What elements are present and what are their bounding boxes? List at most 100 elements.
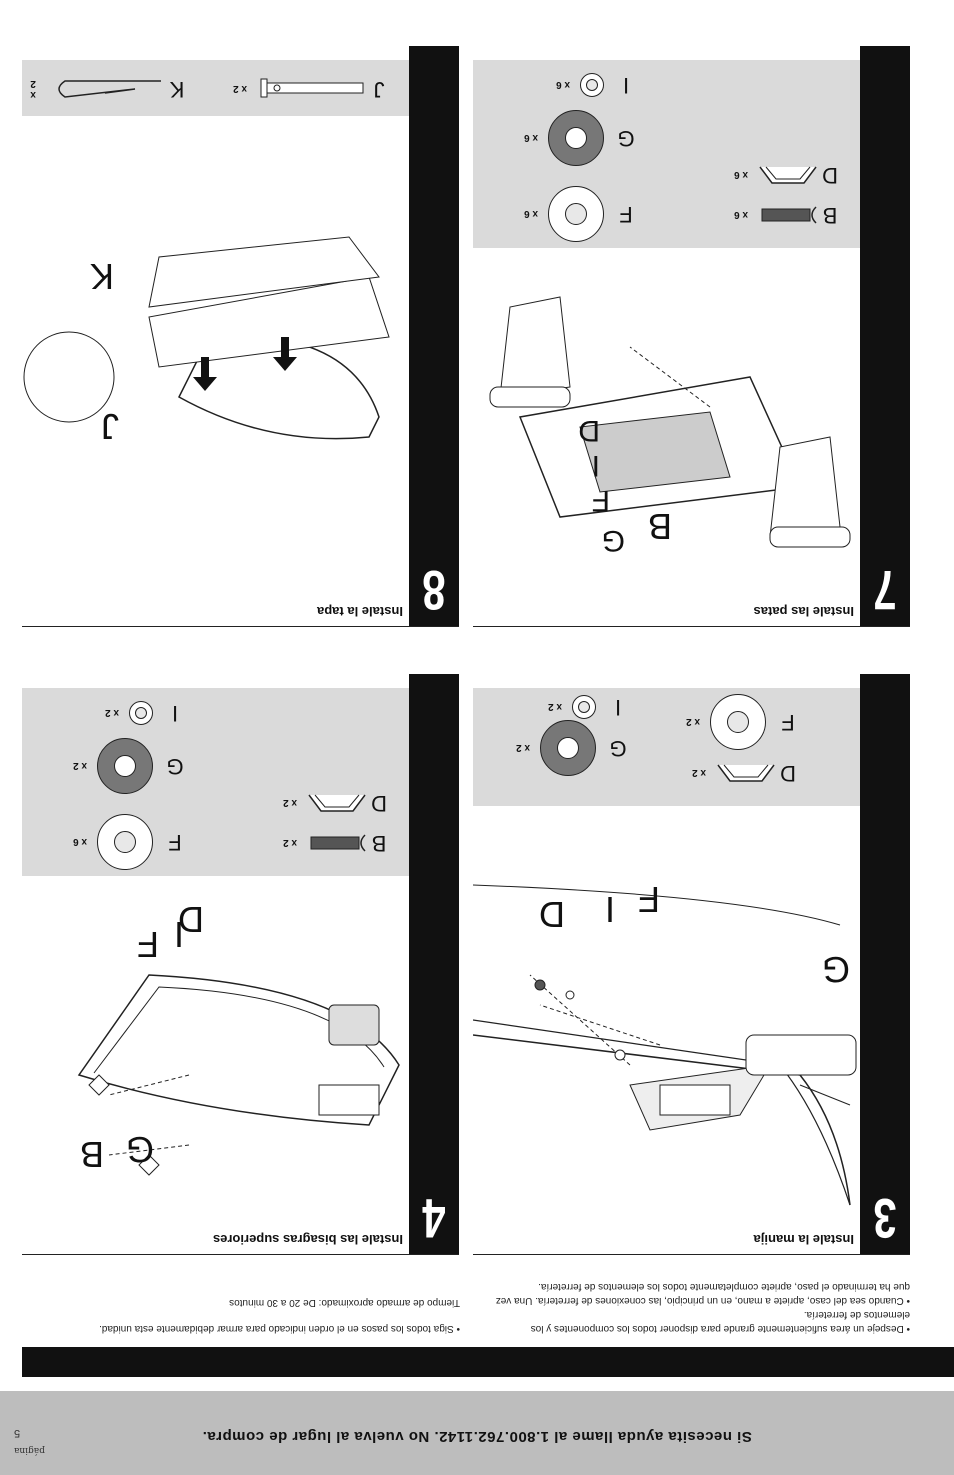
step-title: Instale la tapa [317, 604, 403, 619]
bolt-icon [761, 206, 817, 224]
pin-icon [260, 78, 364, 98]
part-letter: G [617, 126, 635, 151]
part-g: G x 2 [73, 738, 187, 794]
callout-i: I [604, 889, 615, 930]
part-k: K x 2 [22, 76, 189, 102]
help-footer-band: Si necesita ayuda llame al 1.800.762.114… [0, 1391, 954, 1475]
step-8: 8 Instale la tapa J K J x 2 K x 2 [22, 46, 459, 627]
part-qty: x 6 [524, 208, 538, 220]
callout-d: D [178, 899, 204, 940]
hitch-pin-icon [58, 80, 162, 98]
handle-install-illustration [473, 884, 857, 1206]
lock-washer-icon [572, 695, 596, 719]
callout-j: J [101, 406, 119, 447]
part-qty: x 6 [73, 836, 87, 848]
callout-g: G [821, 949, 850, 990]
step-title: Instale las patas [753, 604, 854, 619]
part-qty: x 6 [524, 132, 538, 144]
assembly-time: Tiempo de armado aproximado: De 20 a 30 … [229, 1297, 460, 1308]
section-divider-bar [22, 1347, 954, 1377]
part-qty: x 2 [105, 707, 119, 719]
lock-washer-icon [129, 701, 153, 725]
part-letter: F [781, 710, 795, 735]
callout-f: F [137, 924, 159, 965]
step-number: 7 [873, 559, 897, 622]
step-3: 3 Instale la manija G D I F D x 2 [473, 674, 910, 1255]
rubber-washer-icon [97, 738, 153, 794]
handle-end-icon [308, 794, 366, 812]
help-phone-text: Si necesita ayuda llame al 1.800.762.114… [202, 1428, 752, 1445]
step-title: Instale la manija [753, 1232, 854, 1247]
part-d: D x 2 [692, 760, 800, 786]
bolt-icon [310, 834, 366, 852]
step-number-bar [860, 674, 910, 1255]
part-letter: F [168, 830, 182, 855]
page-label: página [14, 1445, 45, 1455]
step-rule [473, 626, 910, 627]
parts-panel: D x 2 F x 2 G x 2 I x 2 [473, 688, 860, 806]
page-number: 5 [14, 1427, 21, 1439]
callout-d: D [539, 894, 565, 935]
part-qty: x 2 [233, 83, 247, 95]
part-letter: D [780, 761, 796, 786]
part-qty: x 2 [548, 701, 562, 713]
part-d: D x 6 [734, 162, 842, 188]
part-qty: x 6 [556, 79, 570, 91]
part-letter: D [371, 791, 387, 816]
rubber-washer-icon [540, 720, 596, 776]
part-qty: x 2 [283, 797, 297, 809]
callout-i: I [591, 449, 600, 482]
legs-install-illustration [489, 296, 851, 548]
part-qty: x 2 [692, 767, 706, 779]
step-number: 8 [422, 559, 446, 622]
part-qty: x 2 [30, 78, 36, 100]
callout-f: F [591, 484, 610, 517]
callout-k: K [89, 256, 114, 297]
part-letter: J [373, 77, 385, 102]
intro-bullet: Cuando sea del caso, apriete a mano, en … [490, 1279, 910, 1307]
part-j: J x 2 [233, 76, 391, 102]
step-number: 4 [422, 1187, 446, 1250]
part-letter: B [822, 203, 838, 228]
callout-b: B [79, 1134, 104, 1175]
parts-panel: B x 2 D x 2 F x 6 G x 2 I x [22, 688, 409, 876]
part-qty: x 2 [73, 760, 87, 772]
lock-washer-icon [580, 73, 604, 97]
part-f: F x 6 [73, 814, 187, 870]
part-i: I x 2 [548, 694, 630, 720]
part-g: G x 2 [516, 720, 630, 776]
step-number-bar [409, 46, 459, 627]
part-qty: x 6 [734, 209, 748, 221]
callout-b: B [647, 506, 672, 547]
intro-right: Siga todos los pasos en el orden indicad… [40, 1295, 460, 1335]
intro-left: Despeje un área suficientemente grande p… [490, 1279, 910, 1335]
intro-bullet: Siga todos los pasos en el orden indicad… [40, 1321, 460, 1335]
part-d: D x 2 [283, 790, 391, 816]
part-letter: G [166, 754, 184, 779]
part-letter: K [169, 77, 185, 102]
part-qty: x 2 [283, 837, 297, 849]
part-letter: B [371, 831, 387, 856]
part-letter: D [822, 163, 838, 188]
part-qty: x 6 [734, 169, 748, 181]
part-letter: I [171, 701, 179, 726]
step-number-bar [409, 674, 459, 1255]
flat-washer-icon [548, 186, 604, 242]
part-qty: x 2 [686, 716, 700, 728]
lid-install-illustration [23, 236, 390, 440]
part-letter: F [619, 202, 633, 227]
step-rule [22, 1254, 459, 1255]
step-rule [473, 1254, 910, 1255]
part-letter: G [609, 736, 627, 761]
part-letter: I [622, 73, 630, 98]
part-i: I x 6 [556, 72, 638, 98]
part-qty: x 2 [516, 742, 530, 754]
parts-panel: J x 2 K x 2 [22, 60, 409, 116]
part-i: I x 2 [105, 700, 187, 726]
step-title: Instale las bisagras superiores [212, 1232, 403, 1247]
step-7: 7 Instale las patas B G F I D B x 6 D [473, 46, 910, 627]
step-number: 3 [873, 1187, 897, 1250]
callout-f: F [638, 879, 660, 920]
upper-hinges-illustration [77, 974, 400, 1176]
